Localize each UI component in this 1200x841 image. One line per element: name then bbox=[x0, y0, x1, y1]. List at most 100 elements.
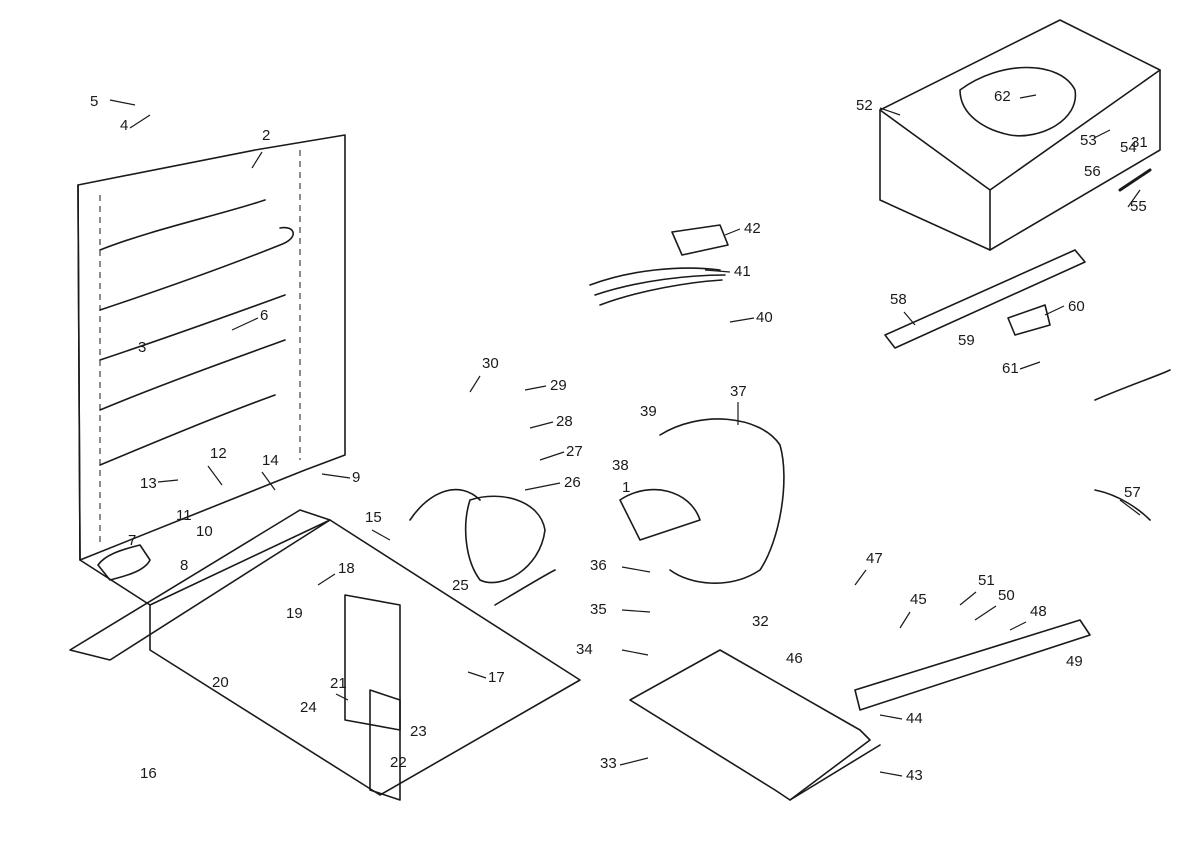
callout-label-62: 62 bbox=[994, 88, 1011, 105]
callout-label-40: 40 bbox=[756, 309, 773, 326]
leader-line-43 bbox=[879, 771, 903, 777]
callout-label-25: 25 bbox=[452, 577, 469, 594]
leader-line-2 bbox=[251, 151, 263, 169]
callout-label-50: 50 bbox=[998, 587, 1015, 604]
compressor-assembly bbox=[409, 418, 785, 606]
callout-label-4: 4 bbox=[120, 117, 128, 134]
callout-label-12: 12 bbox=[210, 445, 227, 462]
callout-label-36: 36 bbox=[590, 557, 607, 574]
callout-label-13: 13 bbox=[140, 475, 157, 492]
callout-label-3: 3 bbox=[138, 339, 146, 356]
leader-line-42 bbox=[724, 228, 741, 236]
leader-line-51 bbox=[959, 591, 977, 606]
callout-label-33: 33 bbox=[600, 755, 617, 772]
leader-line-45 bbox=[899, 611, 911, 629]
callout-label-2: 2 bbox=[262, 127, 270, 144]
callout-label-39: 39 bbox=[640, 403, 657, 420]
callout-label-17: 17 bbox=[488, 669, 505, 686]
callout-label-15: 15 bbox=[365, 509, 382, 526]
leader-line-26 bbox=[524, 482, 561, 491]
cabinet-back-wall bbox=[77, 134, 346, 606]
callout-label-21: 21 bbox=[330, 675, 347, 692]
callout-label-23: 23 bbox=[410, 723, 427, 740]
callout-label-47: 47 bbox=[866, 550, 883, 567]
callout-label-41: 41 bbox=[734, 263, 751, 280]
callout-label-54: 54 bbox=[1120, 139, 1137, 156]
callout-label-57: 57 bbox=[1124, 484, 1141, 501]
callout-label-28: 28 bbox=[556, 413, 573, 430]
callout-label-44: 44 bbox=[906, 710, 923, 727]
callout-label-52: 52 bbox=[856, 97, 873, 114]
callout-label-7: 7 bbox=[128, 532, 136, 549]
callout-label-38: 38 bbox=[612, 457, 629, 474]
leader-line-62 bbox=[1019, 94, 1037, 99]
callout-label-59: 59 bbox=[958, 332, 975, 349]
callout-label-19: 19 bbox=[286, 605, 303, 622]
callout-label-30: 30 bbox=[482, 355, 499, 372]
callout-label-18: 18 bbox=[338, 560, 355, 577]
callout-label-14: 14 bbox=[262, 452, 279, 469]
callout-label-48: 48 bbox=[1030, 603, 1047, 620]
callout-label-51: 51 bbox=[978, 572, 995, 589]
leader-line-9 bbox=[321, 473, 351, 479]
callout-label-58: 58 bbox=[890, 291, 907, 308]
callout-label-45: 45 bbox=[910, 591, 927, 608]
callout-label-20: 20 bbox=[212, 674, 229, 691]
callout-label-8: 8 bbox=[180, 557, 188, 574]
leader-line-4 bbox=[129, 114, 151, 129]
callout-label-42: 42 bbox=[744, 220, 761, 237]
callout-label-6: 6 bbox=[260, 307, 268, 324]
condenser-frame bbox=[629, 619, 1091, 801]
callout-label-22: 22 bbox=[390, 754, 407, 771]
leader-line-27 bbox=[539, 451, 565, 461]
wiring-harness bbox=[589, 224, 729, 306]
callout-label-11: 11 bbox=[176, 507, 192, 524]
leader-line-14 bbox=[261, 471, 276, 491]
callout-label-56: 56 bbox=[1084, 163, 1101, 180]
base-plate bbox=[69, 509, 581, 801]
callout-label-34: 34 bbox=[576, 641, 593, 658]
leader-line-57 bbox=[1119, 499, 1141, 516]
callout-label-46: 46 bbox=[786, 650, 803, 667]
leader-line-48 bbox=[1009, 621, 1027, 631]
leader-line-29 bbox=[524, 385, 547, 391]
callout-label-37: 37 bbox=[730, 383, 747, 400]
leader-line-13 bbox=[157, 479, 179, 483]
leader-line-18 bbox=[317, 573, 336, 586]
callout-label-27: 27 bbox=[566, 443, 583, 460]
top-cover bbox=[879, 19, 1171, 521]
callout-label-16: 16 bbox=[140, 765, 157, 782]
leader-line-40 bbox=[729, 317, 755, 323]
callout-label-53: 53 bbox=[1080, 132, 1097, 149]
leader-line-41 bbox=[704, 269, 731, 273]
callout-label-24: 24 bbox=[300, 699, 317, 716]
callout-label-26: 26 bbox=[564, 474, 581, 491]
leader-line-44 bbox=[879, 714, 903, 720]
leader-line-30 bbox=[469, 375, 481, 393]
leader-line-35 bbox=[621, 609, 651, 613]
callout-label-10: 10 bbox=[196, 523, 213, 540]
callout-label-1: 1 bbox=[622, 479, 630, 496]
leader-line-28 bbox=[529, 421, 554, 429]
callout-label-55: 55 bbox=[1130, 198, 1147, 215]
leader-line-60 bbox=[1044, 305, 1065, 316]
leader-line-61 bbox=[1019, 361, 1041, 370]
leader-line-52 bbox=[879, 107, 901, 116]
leader-line-15 bbox=[371, 529, 391, 541]
callout-label-31: 31 bbox=[1131, 134, 1148, 151]
callout-label-29: 29 bbox=[550, 377, 567, 394]
leader-line-36 bbox=[621, 566, 651, 573]
leader-line-53 bbox=[1093, 129, 1111, 139]
leader-line-55 bbox=[1127, 189, 1141, 208]
leader-line-12 bbox=[207, 465, 223, 486]
callout-label-5: 5 bbox=[90, 93, 98, 110]
leader-line-5 bbox=[109, 99, 136, 106]
callout-label-49: 49 bbox=[1066, 653, 1083, 670]
leader-line-17 bbox=[467, 671, 487, 679]
callout-label-35: 35 bbox=[590, 601, 607, 618]
callout-label-9: 9 bbox=[352, 469, 360, 486]
leader-line-33 bbox=[619, 757, 649, 766]
leader-line-58 bbox=[903, 311, 916, 326]
